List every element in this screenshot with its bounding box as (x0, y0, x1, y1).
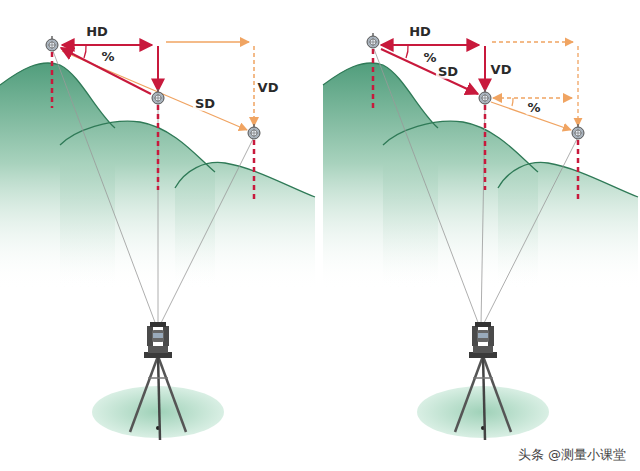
prism-poles (373, 49, 578, 200)
dimension-label: VD (256, 81, 281, 95)
right-panel (367, 33, 584, 325)
watermark: 头条 @测量小课堂 (516, 448, 628, 462)
dimension-label: HD (84, 25, 110, 39)
left-panel (46, 36, 260, 325)
dimension-label: SD (193, 97, 217, 111)
prism (572, 124, 584, 139)
total-station (92, 322, 224, 440)
measure-arrows (61, 42, 254, 130)
angle-label: % (99, 50, 116, 64)
hills (323, 63, 638, 300)
angle-label: % (525, 101, 542, 115)
prism (479, 89, 491, 104)
prism (248, 124, 260, 139)
measure-arrows (381, 42, 578, 130)
hills (0, 63, 315, 300)
dimension-label: SD (436, 65, 460, 79)
prism (46, 36, 58, 51)
prism (367, 33, 379, 48)
dimension-label: VD (489, 63, 514, 77)
angle-label: % (421, 51, 438, 65)
dimension-label: HD (407, 25, 433, 39)
sight-lines (374, 49, 577, 325)
prism (152, 89, 164, 104)
total-station (417, 322, 549, 440)
prism-poles (52, 52, 254, 200)
sight-lines (53, 51, 253, 325)
